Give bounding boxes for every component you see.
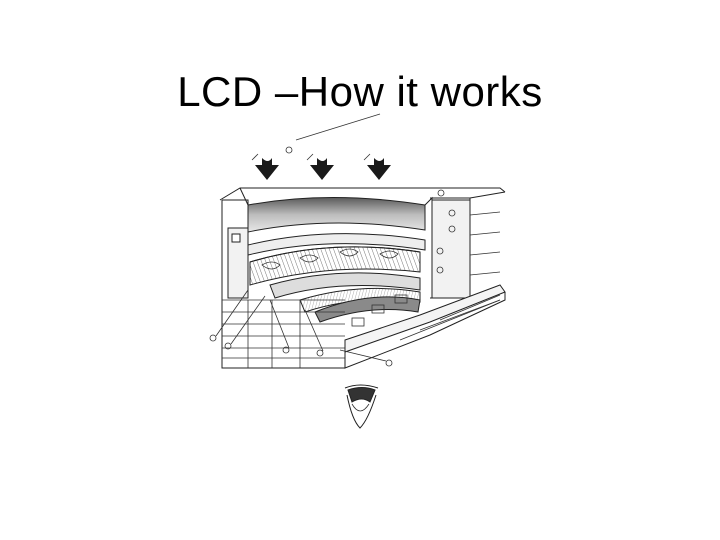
lcd-layers [219, 187, 506, 369]
glass-layer [247, 233, 426, 256]
light-arrow-icon [306, 153, 334, 180]
lower-glass-layer [269, 272, 421, 299]
light-arrow-icon [251, 153, 279, 180]
callout-marker [285, 146, 293, 154]
top-polarizer-layer [247, 197, 426, 233]
light-arrow-icon [363, 153, 391, 180]
callout-markers [209, 189, 456, 367]
eye-icon [344, 384, 379, 429]
slide-title: LCD –How it works [177, 68, 543, 115]
light-arrows [251, 153, 391, 180]
leader-line [295, 113, 381, 141]
